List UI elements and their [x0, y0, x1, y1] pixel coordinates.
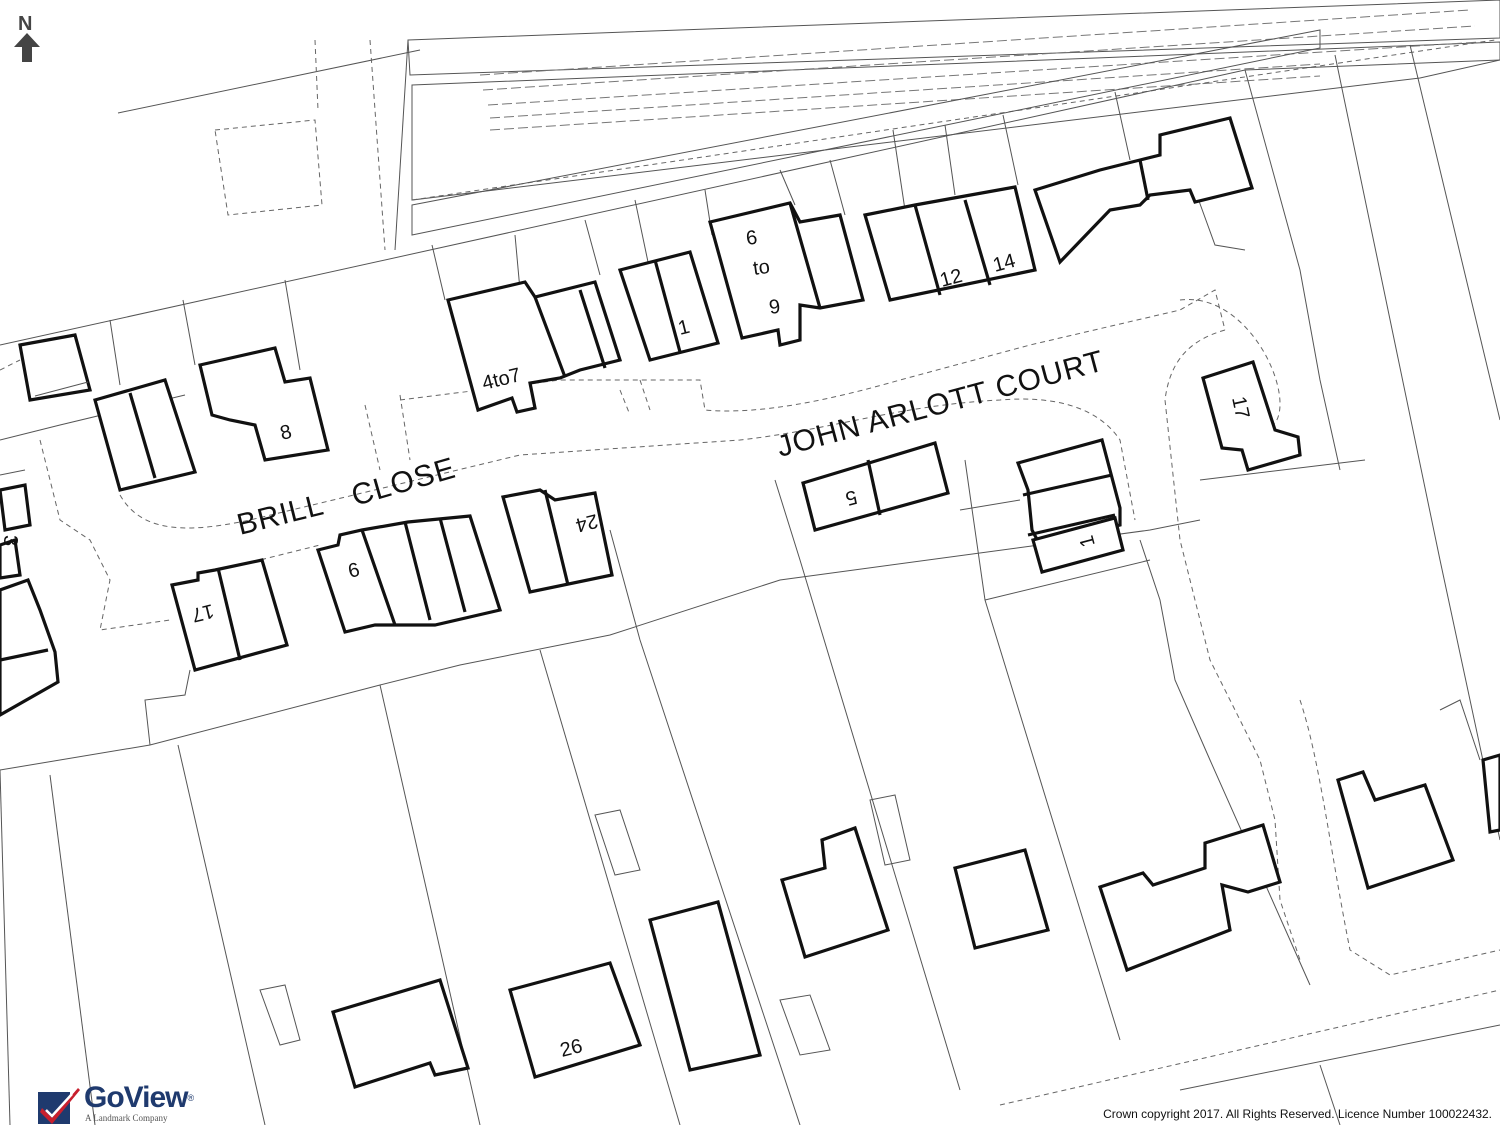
- railway-corridor: [117, 0, 1500, 251]
- building: [1201, 359, 1302, 472]
- building: [780, 825, 891, 960]
- logo-name: GoView: [84, 1081, 188, 1114]
- street-label-close: CLOSE: [348, 452, 460, 513]
- house-number-9: 9: [768, 296, 782, 319]
- street-label-john-arlott-court: JOHN ARLOTT COURT: [773, 345, 1108, 464]
- building: [1336, 770, 1456, 891]
- dashed-enclosure: [214, 119, 323, 216]
- house-number-26: 26: [558, 1035, 585, 1062]
- house-number-1-lower: 1: [1076, 533, 1100, 549]
- house-number-6-left: 6: [346, 559, 362, 583]
- building: [1032, 116, 1255, 265]
- building: [1097, 822, 1282, 973]
- buildings-brill-south: [0, 488, 614, 717]
- house-number-6: 6: [745, 227, 759, 250]
- house-number-17-right: 17: [1227, 394, 1253, 420]
- house-number-17-left: 17: [189, 599, 216, 626]
- building: [0, 537, 22, 580]
- building: [0, 483, 32, 532]
- logo-tagline: A Landmark Company: [85, 1113, 168, 1123]
- plot-boundaries: [0, 44, 1500, 841]
- house-number-8: 8: [278, 421, 294, 445]
- building: [648, 900, 762, 1072]
- building: [315, 514, 503, 634]
- building: [1481, 753, 1500, 834]
- road-outlines: [0, 289, 1500, 1106]
- building: [862, 185, 1037, 302]
- goview-checkmark-icon: [38, 1088, 80, 1124]
- house-number-24: 24: [573, 509, 600, 536]
- copyright-notice: Crown copyright 2017. All Rights Reserve…: [1103, 1107, 1492, 1121]
- house-number-3-edge: 3: [0, 535, 21, 546]
- house-number-5: 5: [843, 485, 859, 509]
- building: [198, 346, 330, 462]
- north-letter: N: [18, 13, 32, 35]
- fence: [34, 381, 89, 397]
- building: [18, 333, 93, 402]
- building: [93, 378, 198, 492]
- buildings-rear: [331, 753, 1500, 1090]
- building: [446, 280, 623, 414]
- house-number-to: to: [752, 256, 772, 280]
- building: [0, 577, 60, 717]
- building: [953, 848, 1050, 950]
- goview-wordmark: GoView®: [84, 1081, 194, 1114]
- building: [801, 440, 950, 532]
- building: [1031, 516, 1125, 574]
- goview-logo: GoView® A Landmark Company: [38, 1082, 218, 1124]
- north-arrow-icon: N: [14, 13, 40, 62]
- buildings-mid-row: [801, 359, 1302, 574]
- building: [508, 961, 643, 1080]
- street-label-brill: BRILL: [234, 488, 328, 541]
- building: [708, 201, 865, 347]
- buildings-top-row: [0, 116, 1255, 532]
- building: [331, 978, 471, 1090]
- house-number-1-top: 1: [676, 316, 692, 340]
